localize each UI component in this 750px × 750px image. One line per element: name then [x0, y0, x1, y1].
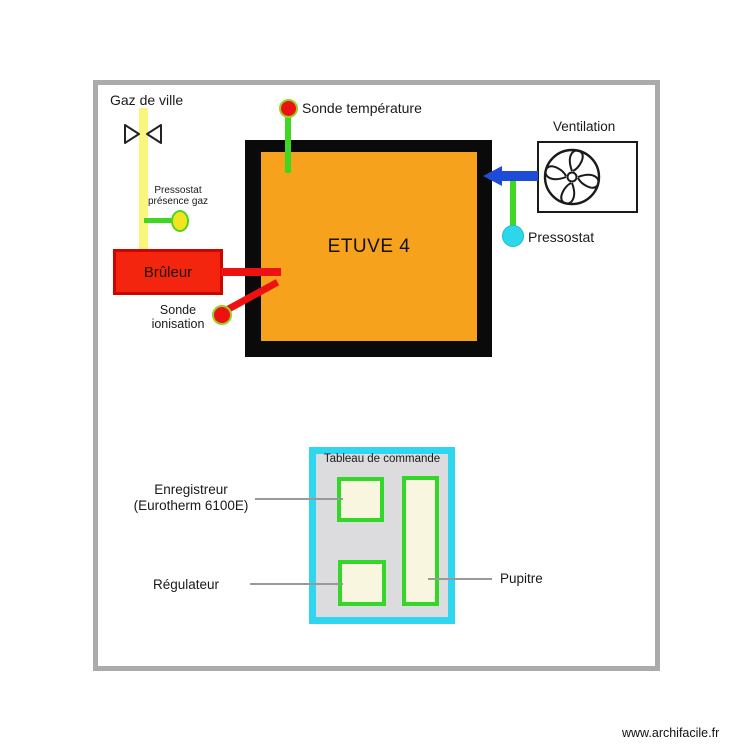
recorder-connector-line [255, 498, 343, 500]
ventilation-label: Ventilation [553, 119, 616, 134]
regulator-module [338, 560, 386, 606]
fan-icon [543, 148, 601, 206]
air-duct-arrowhead [483, 166, 502, 186]
recorder-label-line1: Enregistreur [154, 482, 228, 497]
burner-label: Brûleur [143, 263, 193, 281]
pressostat-sensor-dot [502, 225, 524, 247]
gas-pressostat-label: Pressostat présence gaz [140, 185, 216, 207]
regulator-connector-line [250, 583, 343, 585]
burner-box: Brûleur [113, 249, 223, 295]
gas-supply-label: Gaz de ville [110, 92, 184, 108]
burner-pipe [221, 268, 281, 276]
desk-connector-line [428, 578, 492, 580]
watermark: www.archifacile.fr [622, 726, 720, 740]
regulator-label: Régulateur [153, 577, 220, 592]
oven-label: ETUVE 4 [327, 235, 411, 257]
ionization-label-line2: ionisation [151, 317, 205, 331]
temperature-probe-dot [279, 99, 298, 118]
oven-interior: ETUVE 4 [261, 152, 477, 341]
gas-pressostat-label-line2: présence gaz [147, 196, 209, 207]
recorder-module [337, 477, 384, 522]
control-panel-title: Tableau de commande [323, 453, 441, 465]
temperature-probe-label: Sonde température [302, 100, 422, 116]
gas-pressostat-label-line1: Pressostat [154, 185, 202, 196]
air-duct [500, 171, 538, 181]
recorder-label: Enregistreur (Eurotherm 6100E) [116, 482, 266, 513]
desk-label: Pupitre [500, 571, 543, 586]
ionization-probe-label: Sonde ionisation [140, 303, 216, 331]
desk-module [402, 476, 439, 606]
ionization-label-line1: Sonde [159, 303, 197, 317]
gas-pressostat-link-line [144, 218, 174, 223]
gas-pipe [139, 108, 148, 249]
recorder-label-line2: (Eurotherm 6100E) [133, 497, 249, 513]
pressostat-label: Pressostat [528, 229, 595, 245]
gas-valve-icon [124, 124, 162, 149]
ventilation-box [537, 141, 638, 213]
ionization-probe-dot [212, 305, 232, 325]
gas-pressostat-sensor [171, 210, 189, 232]
pressostat-stem [510, 181, 516, 227]
temperature-probe-stem [285, 116, 291, 173]
